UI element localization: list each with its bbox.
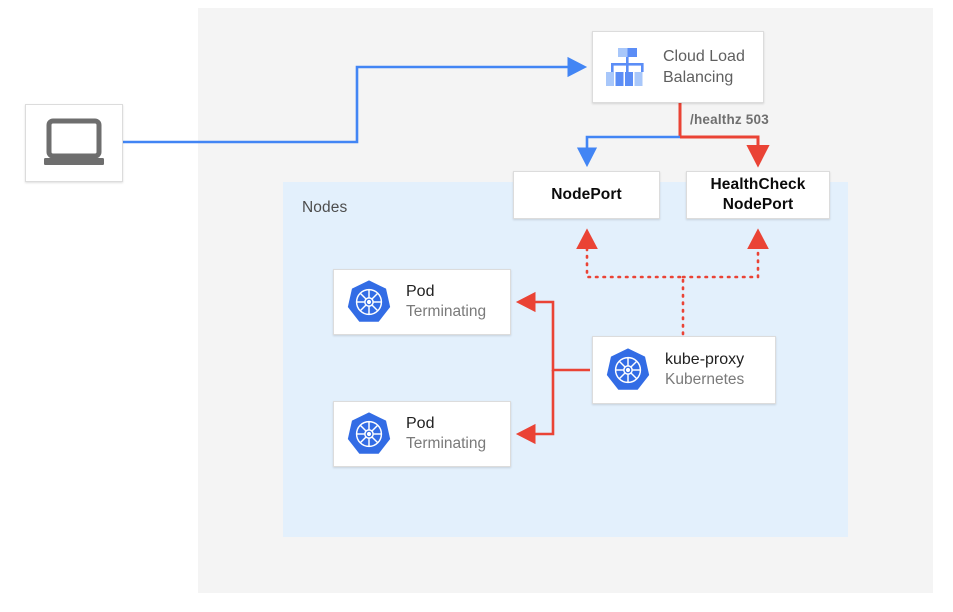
kube-proxy-subtitle: Kubernetes <box>665 371 745 389</box>
pod-2-subtitle: Terminating <box>406 435 487 453</box>
kube-proxy-node[interactable]: kube-proxy Kubernetes <box>592 336 776 404</box>
client-node[interactable] <box>25 104 123 182</box>
kubernetes-icon <box>605 347 651 393</box>
kube-proxy-title: kube-proxy <box>665 351 745 369</box>
pod-2-label: Pod Terminating <box>406 413 486 455</box>
kube-proxy-label: kube-proxy Kubernetes <box>665 349 744 391</box>
healthcheck-nodeport-label: HealthCheck NodePort <box>687 175 829 215</box>
pod-node-2[interactable]: Pod Terminating <box>333 401 511 467</box>
clb-title-line2: Balancing <box>663 69 734 86</box>
cloud-load-balancing-icon <box>605 48 649 86</box>
nodeport-node[interactable]: NodePort <box>513 171 660 219</box>
pod-2-title: Pod <box>406 415 435 433</box>
cloud-load-balancing-label: Cloud Load Balancing <box>663 46 745 89</box>
pod-1-label: Pod Terminating <box>406 281 486 323</box>
kubernetes-icon <box>346 279 392 325</box>
healthcheck-nodeport-node[interactable]: HealthCheck NodePort <box>686 171 830 219</box>
healthcheck-nodeport-label-line1: HealthCheck <box>710 176 806 194</box>
clb-title-line1: Cloud Load <box>663 47 745 65</box>
laptop-icon <box>42 118 106 168</box>
cloud-load-balancing-node[interactable]: Cloud Load Balancing <box>592 31 764 103</box>
healthz-edge-label: /healthz 503 <box>690 112 769 127</box>
pod-1-title: Pod <box>406 283 435 301</box>
nodes-region-label: Nodes <box>302 199 348 216</box>
nodeport-label: NodePort <box>551 186 622 204</box>
pod-1-subtitle: Terminating <box>406 303 487 321</box>
healthcheck-nodeport-label-line2: NodePort <box>722 196 794 213</box>
pod-node-1[interactable]: Pod Terminating <box>333 269 511 335</box>
kubernetes-icon <box>346 411 392 457</box>
